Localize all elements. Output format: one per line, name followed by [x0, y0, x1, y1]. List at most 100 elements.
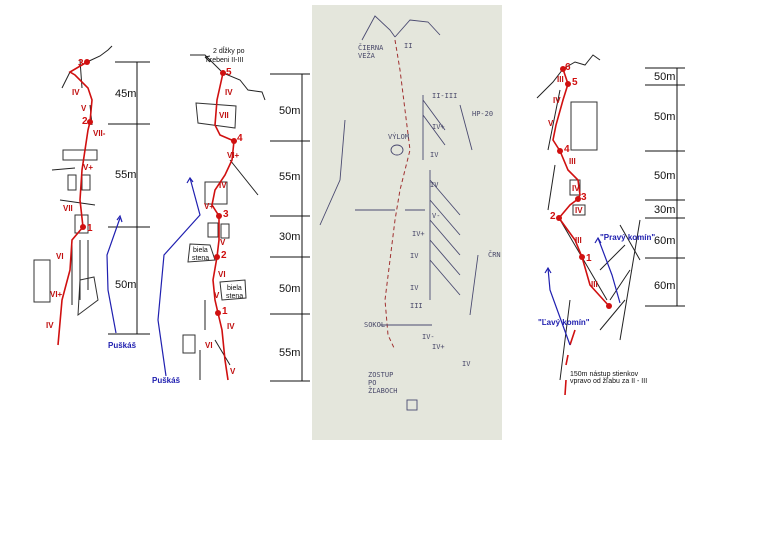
- sketch-grade: III: [410, 302, 423, 310]
- hole-sketch: [390, 144, 404, 156]
- approach-note: vpravo od žľabu za II - III: [570, 378, 647, 385]
- belay-point: [84, 59, 90, 65]
- rock-block: [77, 276, 99, 317]
- summit-ridge: [361, 15, 441, 41]
- bottom-label: SOKOL: [364, 321, 385, 329]
- tower-name: VEŽA: [358, 51, 376, 60]
- grade-label: V: [548, 119, 554, 128]
- grade-label: VI+: [227, 151, 240, 160]
- pitch-length: 50m: [654, 170, 675, 182]
- sketch-grade: II-III: [432, 92, 457, 100]
- hand-sketch-photo: ČIERNA VEŽA HP-20 VÝLOM SOKOL ZOSTUP PO …: [312, 5, 502, 440]
- rock-block: [569, 179, 581, 196]
- sketch-grade: IV+: [432, 123, 445, 131]
- sketch-grade: V-: [432, 212, 440, 220]
- belay-point: [215, 310, 221, 316]
- rock-block: [572, 204, 586, 216]
- belay-number: 2: [82, 116, 88, 127]
- belay-point: [231, 138, 237, 144]
- descent-label: ŽĽABOCH: [368, 386, 398, 395]
- dihedral: [599, 224, 641, 331]
- grade-label: VII: [63, 204, 73, 213]
- sketch-grade: IV: [430, 151, 439, 159]
- belay-number: 4: [564, 144, 570, 155]
- arrow-icon: [204, 55, 211, 63]
- belay-number: 3: [78, 58, 84, 69]
- route-line: [57, 61, 93, 346]
- pitch-scale: [270, 73, 310, 382]
- grade-label: III: [569, 157, 576, 166]
- belay-number: 5: [226, 67, 232, 78]
- belay-point: [80, 224, 86, 230]
- variant-label: Puškáš: [108, 341, 137, 350]
- grade-label: IV: [72, 88, 80, 97]
- rock-block: [204, 181, 228, 205]
- grade-label: V: [81, 104, 87, 113]
- belay-point: [557, 148, 563, 154]
- grade-label: IV: [575, 206, 583, 215]
- pitch-length: 50m: [279, 283, 300, 295]
- belay-point: [565, 81, 571, 87]
- dihedral-sketch: [422, 95, 461, 300]
- pitch-scale: [645, 67, 685, 307]
- direction-arrow: [319, 104, 479, 316]
- belay-number: 6: [565, 62, 571, 73]
- topo-left: 3 2 1 IV V VII- V+ VII VI VI+ IV 45m 55m…: [33, 45, 150, 350]
- sketch-grade: IV+: [412, 230, 425, 238]
- rock-block: [67, 174, 77, 191]
- variant-line: [547, 267, 571, 346]
- belay-point: [560, 66, 566, 72]
- route-code: HP-20: [472, 110, 493, 118]
- grade-label: V+: [83, 163, 93, 172]
- pitch-length: 30m: [654, 204, 675, 216]
- belay-number: 3: [581, 192, 587, 203]
- sketch-grade: IV: [430, 181, 439, 189]
- belay-number: 3: [223, 209, 229, 220]
- pitch-length: 50m: [115, 279, 136, 291]
- rock-block: [182, 334, 196, 354]
- sketch-grade: II: [404, 42, 412, 50]
- arrow-head-icon: [544, 266, 552, 274]
- paper-background: [312, 5, 502, 440]
- pitch-length: 30m: [279, 231, 300, 243]
- top-note: 2 dĺžky po: [213, 46, 245, 55]
- pitch-length: 50m: [279, 105, 300, 117]
- variant-label: Puškáš: [152, 376, 181, 385]
- topo-second: 2 dĺžky po hrebeni II-III 5 4 3 2 1 IV V…: [152, 46, 310, 385]
- white-wall-label: stena: [226, 293, 243, 300]
- grade-label: VI+: [50, 290, 63, 299]
- sketch-grade: IV: [410, 284, 419, 292]
- white-wall: [187, 243, 216, 263]
- grade-label: IV: [225, 88, 233, 97]
- pitch-length: 50m: [654, 71, 675, 83]
- white-wall-label: biela: [227, 285, 242, 292]
- belay-point: [575, 196, 581, 202]
- belay-number: 2: [221, 250, 227, 261]
- dihedral: [199, 159, 259, 380]
- white-wall-label: stena: [192, 255, 209, 262]
- feature-label: VÝLOM: [388, 132, 409, 141]
- white-wall: [219, 279, 247, 301]
- belay-number: 1: [586, 253, 592, 264]
- left-chimney-label: "Ľavý komín": [538, 318, 590, 327]
- pitch-length: 55m: [279, 171, 300, 183]
- ridge-line: [536, 54, 601, 99]
- pitch-length: 60m: [654, 235, 675, 247]
- grade-label: V: [230, 367, 236, 376]
- variant-line: [157, 177, 201, 377]
- arrow-head-icon: [186, 176, 194, 184]
- rock-block: [62, 149, 98, 161]
- grade-label: V: [220, 238, 226, 247]
- rock-block: [220, 223, 230, 239]
- belay-point: [216, 213, 222, 219]
- grade-label: VI: [218, 270, 226, 279]
- approach-note: 150m nástup stienkov: [570, 371, 639, 378]
- pitch-length: 45m: [115, 88, 136, 100]
- side-label: ČRN: [488, 250, 501, 259]
- variant-line: [106, 217, 121, 334]
- grade-label: VII-: [93, 129, 106, 138]
- route-line: [384, 39, 411, 351]
- pitch-scale: [108, 61, 150, 335]
